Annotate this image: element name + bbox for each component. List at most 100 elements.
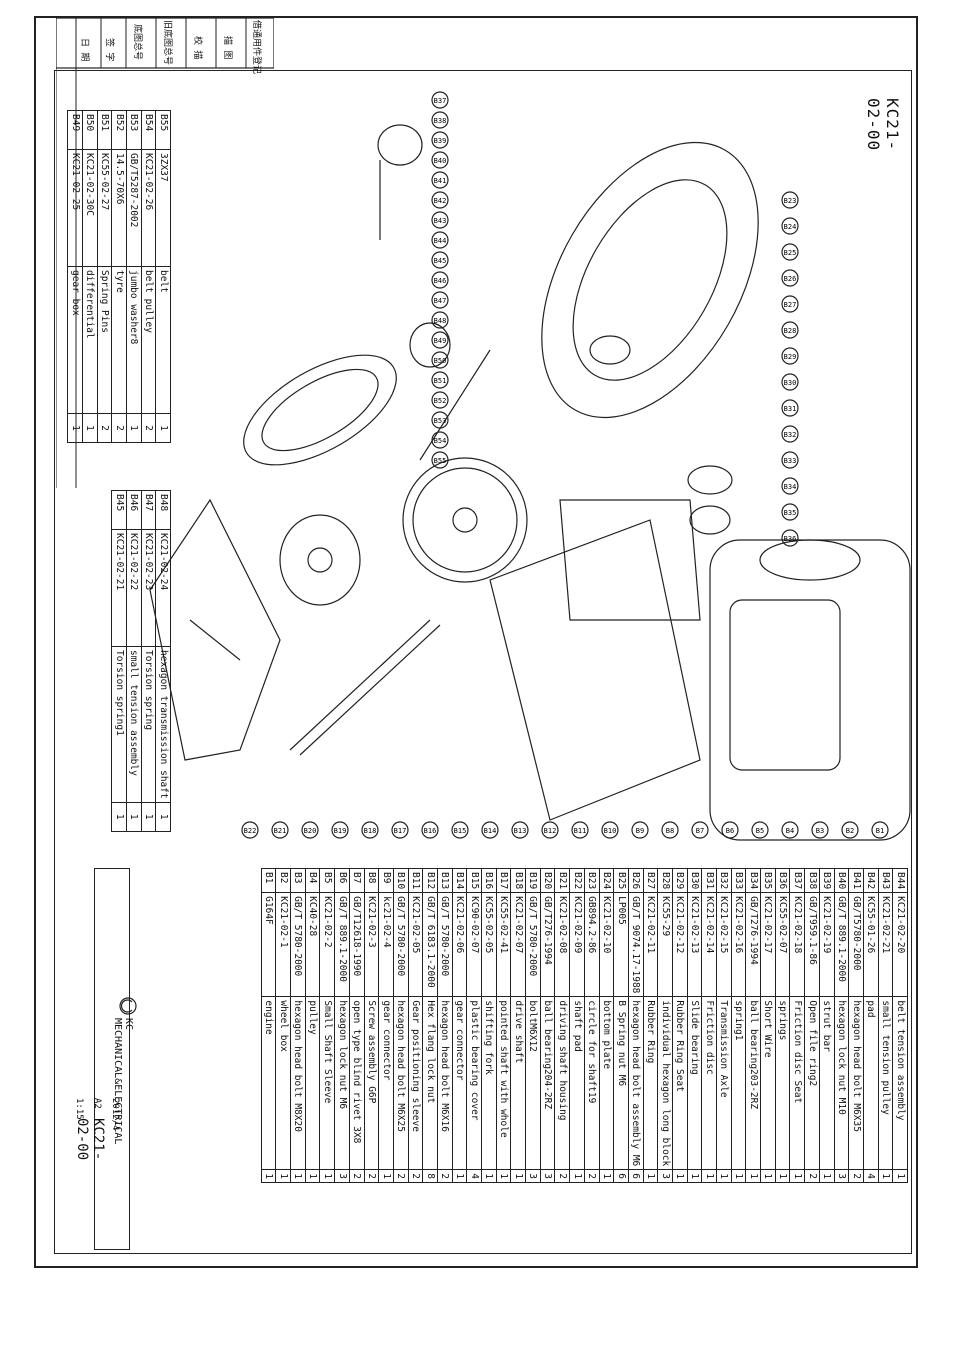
cell-name: strut bar	[819, 996, 835, 1170]
cell-qty: 2	[111, 413, 127, 443]
cell-qty: 2	[584, 1169, 600, 1183]
balloon-b7: B7	[691, 821, 709, 839]
cell-qty: 3	[540, 1169, 555, 1183]
cell-name: hexagon lock nut M10	[834, 996, 849, 1170]
balloon-label: B18	[364, 827, 377, 835]
cell-no: B28	[657, 868, 673, 893]
cell-qty: 1	[481, 1169, 497, 1183]
label-check: 校 描	[192, 36, 202, 60]
cell-qty: 8	[422, 1169, 438, 1183]
cell-code: KC40-28	[305, 892, 320, 997]
balloon-b45: B45	[431, 251, 449, 269]
cell-qty: 1	[643, 1169, 658, 1183]
balloon-b29: B29	[781, 347, 799, 365]
cell-name: Transmission Axle	[716, 996, 732, 1170]
cell-name: drive shaft	[510, 996, 526, 1170]
cell-code: KC21-02-10	[599, 892, 614, 997]
cell-code: KC21-02-08	[555, 892, 570, 997]
cell-qty: 6	[613, 1169, 629, 1183]
cell-qty: 2	[97, 413, 112, 443]
balloon-b27: B27	[781, 295, 799, 313]
cell-name: open type blind rivet 3X8	[349, 996, 365, 1170]
cell-no: B54	[141, 110, 156, 150]
balloon-b55: B55	[431, 451, 449, 469]
exploded-assembly-diagram: B1B2B3B4B5B6B7B8B9B10B11B12B13B14B15B16B…	[149, 91, 911, 841]
balloon-label: B28	[784, 327, 797, 335]
cell-no: B7	[349, 868, 365, 893]
balloon-label: B53	[434, 417, 447, 425]
balloon-b12: B12	[541, 821, 559, 839]
cell-name: hexagon head bolt M6X25	[393, 996, 409, 1170]
cell-qty: 3	[525, 1169, 541, 1183]
cell-code: G164F	[261, 892, 276, 997]
balloon-b28: B28	[781, 321, 799, 339]
cell-code: GB/T 5780-2000	[393, 892, 409, 997]
balloon-label: B55	[434, 457, 447, 465]
cell-code: KC21-02-1	[275, 892, 291, 997]
company-name: KC MECHANICAL&ELECTRICAL	[112, 1018, 134, 1145]
balloon-label: B31	[784, 405, 797, 413]
cell-no: B14	[452, 868, 467, 893]
cell-code: KC21-02-05	[408, 892, 423, 997]
cell-no: B34	[745, 868, 761, 893]
cell-no: B19	[525, 868, 541, 893]
cell-name: belt	[155, 266, 171, 414]
balloon-b18: B18	[361, 821, 379, 839]
cell-qty: 2	[408, 1169, 423, 1183]
cell-qty: 6	[628, 1169, 644, 1183]
balloon-label: B43	[434, 217, 447, 225]
balloon-b21: B21	[271, 821, 289, 839]
title-scale: 1:15	[74, 1098, 84, 1120]
balloon-b6: B6	[721, 821, 739, 839]
cell-qty: 1	[155, 802, 171, 832]
cell-code: KC21-02-3	[364, 892, 379, 997]
cell-no: B15	[466, 868, 482, 893]
balloon-label: B25	[784, 249, 797, 257]
balloon-label: B24	[784, 223, 797, 231]
balloon-label: B42	[434, 197, 447, 205]
balloon-b32: B32	[781, 425, 799, 443]
cell-name: hexagon head bolt M6X16	[437, 996, 453, 1170]
cell-code: KC21-02-2	[320, 892, 335, 997]
cell-code: KC21-02-15	[716, 892, 732, 997]
balloon-label: B30	[784, 379, 797, 387]
balloon-b20: B20	[301, 821, 319, 839]
cell-no: B31	[701, 868, 717, 893]
cell-code: KC21-02-19	[819, 892, 835, 997]
balloon-label: B12	[544, 827, 557, 835]
cell-name: pad	[863, 996, 879, 1170]
cell-name: Spring Pins	[97, 266, 112, 414]
balloon-label: B22	[244, 827, 257, 835]
cell-qty: 1	[760, 1169, 776, 1183]
balloon-b54: B54	[431, 431, 449, 449]
cell-name: boltM6X12	[525, 996, 541, 1170]
cell-qty: 1	[599, 1169, 614, 1183]
cell-code: KC21-02-07	[510, 892, 526, 997]
cell-qty: 2	[349, 1169, 365, 1183]
balloon-b16: B16	[421, 821, 439, 839]
balloon-label: B23	[784, 197, 797, 205]
cell-name: B Spring nut M6	[613, 996, 629, 1170]
balloon-b19: B19	[331, 821, 349, 839]
cell-code: KC21-02-21	[878, 892, 893, 997]
balloon-b5: B5	[751, 821, 769, 839]
cell-code: KC55-02-41	[496, 892, 511, 997]
cell-name: hexagon head bolt assembly M6	[628, 996, 644, 1170]
cell-qty: 1	[745, 1169, 761, 1183]
cell-qty: 2	[555, 1169, 570, 1183]
balloon-label: B15	[454, 827, 467, 835]
balloon-label: B40	[434, 157, 447, 165]
cell-qty: 1	[701, 1169, 717, 1183]
